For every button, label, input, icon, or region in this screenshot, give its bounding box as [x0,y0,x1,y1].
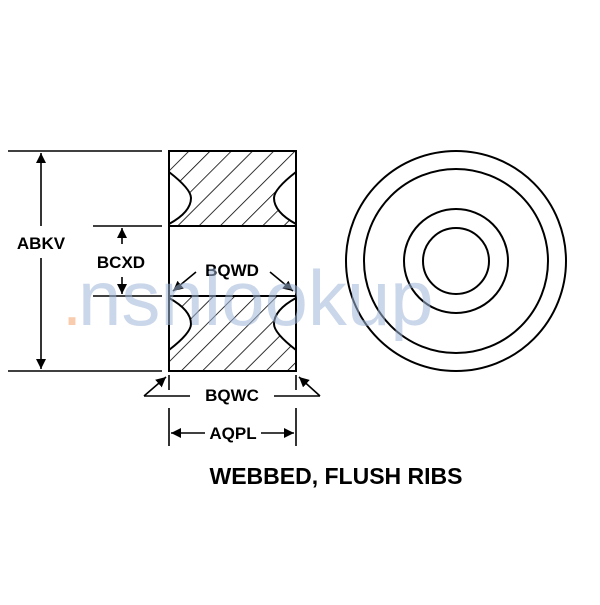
label-web-width: BQWD [205,261,259,280]
watermark-text: nsnlookup [78,254,434,342]
label-rib-width: BQWC [205,386,259,405]
watermark-dot: . [62,261,82,341]
upper-wall-section [168,150,297,227]
end-view-rib-circle [363,168,549,354]
label-bore-diameter: BCXD [97,253,145,272]
dim-overall-height [8,150,162,372]
end-view-bore-circle [422,227,490,295]
caption: WEBBED, FLUSH RIBS [210,463,463,489]
end-view-outer-circle [345,150,567,372]
label-overall-length: AQPL [209,424,256,443]
dim-overall-length [168,408,297,446]
dim-web-width [172,271,294,292]
section-view [168,150,297,372]
end-view-web-circle [403,208,509,314]
dim-rib-width [143,375,321,397]
dim-bore-diameter [93,225,162,297]
label-overall-height: ABKV [17,234,66,253]
end-view [345,150,567,372]
watermark: . nsnlookup [62,254,434,342]
